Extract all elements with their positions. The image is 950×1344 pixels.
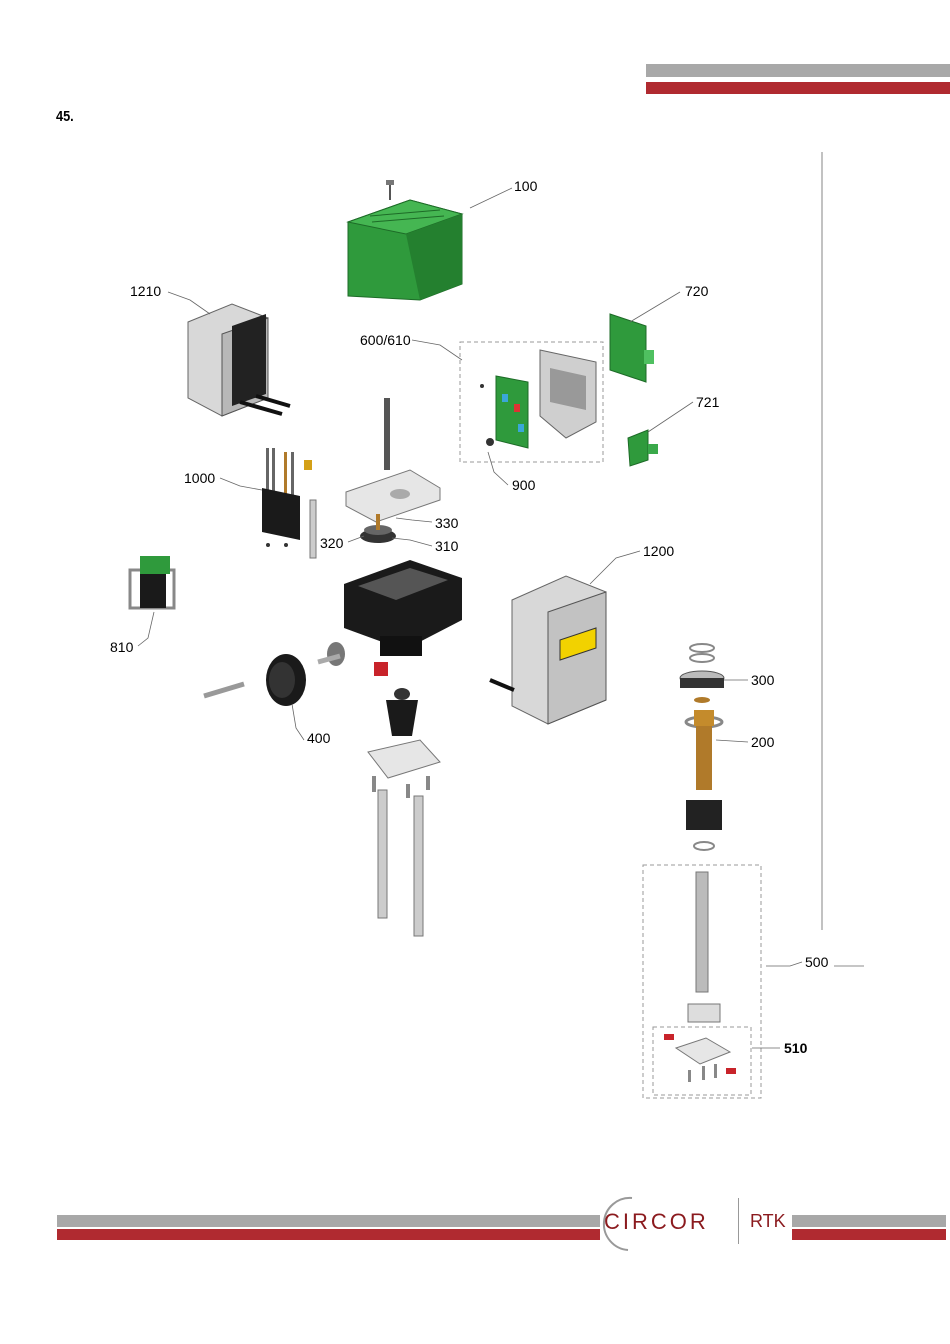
part-board-720 [610,314,654,382]
part-connector-721 [628,430,658,466]
footer-gray-bar-left [57,1215,600,1227]
label-330: 330 [435,515,459,531]
part-wheel-310 [360,514,396,543]
label-1200: 1200 [643,543,674,559]
division-logo-text: RTK [750,1211,786,1232]
footer-red-bar-right [792,1229,946,1240]
label-310: 310 [435,538,459,554]
part-heater-810 [130,556,174,608]
label-1210: 1210 [130,283,161,299]
part-adapter [374,662,418,736]
part-cover-100 [348,180,462,300]
label-500: 500 [805,954,829,970]
part-cover-1210 [188,304,290,416]
part-group-510 [653,1027,751,1095]
label-810: 810 [110,639,134,655]
part-bottom-plate [368,740,440,936]
label-300: 300 [751,672,775,688]
label-1000: 1000 [184,470,215,486]
label-400: 400 [307,730,331,746]
part-cover-1200 [490,576,606,724]
footer-divider [738,1198,739,1244]
part-group-600-610 [460,342,603,462]
label-320: 320 [320,535,344,551]
label-721: 721 [696,394,720,410]
part-plate-330 [346,398,440,522]
label-720: 720 [685,283,709,299]
brand-logo-text: CIRCOR [604,1209,709,1235]
label-600-610: 600/610 [360,332,411,348]
label-510: 510 [784,1040,808,1056]
part-handwheel-400 [204,642,345,706]
part-housing [344,560,462,656]
footer-red-bar-left [57,1229,600,1240]
label-200: 200 [751,734,775,750]
footer-gray-bar-right [792,1215,946,1227]
label-100: 100 [514,178,538,194]
label-900: 900 [512,477,536,493]
part-stack-300-200 [680,644,724,850]
part-switch-1000 [262,448,316,558]
